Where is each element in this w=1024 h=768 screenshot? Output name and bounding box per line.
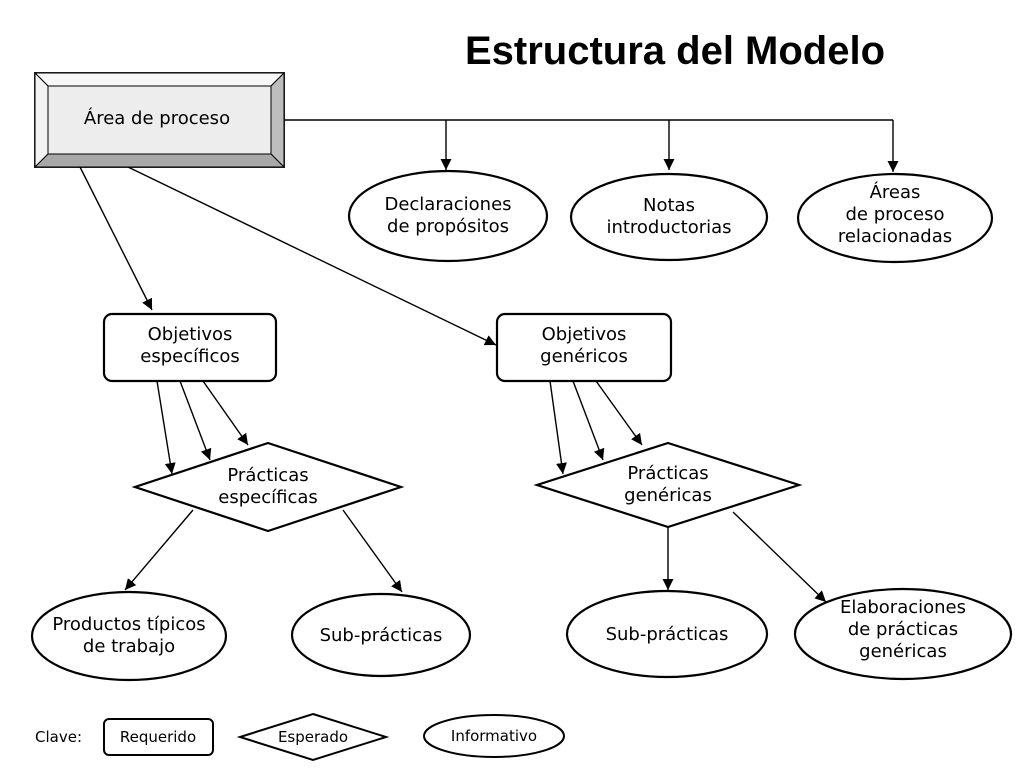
pracesp-label-1: Prácticas xyxy=(227,465,308,486)
node-areas-relacionadas: Áreas de proceso relacionadas xyxy=(796,172,994,264)
node-productos-tipicos: Productos típicos de trabajo xyxy=(30,590,228,682)
node-objetivos-genericos: Objetivos genéricos xyxy=(495,312,673,383)
pracgen-label-2: genéricas xyxy=(624,485,712,506)
legend-informativo-label: Informativo xyxy=(451,727,537,745)
declaraciones-label-2: de propósitos xyxy=(387,216,509,237)
productos-label-1: Productos típicos xyxy=(52,614,205,635)
edge-area-objgen xyxy=(127,166,497,346)
node-objetivos-especificos: Objetivos específicos xyxy=(102,312,278,383)
edges xyxy=(79,119,899,603)
declaraciones-label-1: Declaraciones xyxy=(384,194,511,215)
area-proceso-label: Área de proceso xyxy=(84,107,230,129)
edge-objesp-pracesp-2 xyxy=(179,380,212,461)
objesp-label-1: Objetivos xyxy=(148,324,233,345)
legend-requerido: Requerido xyxy=(103,718,214,756)
legend-esperado-label: Esperado xyxy=(278,728,348,746)
node-subpracticas-genericas: Sub-prácticas xyxy=(565,589,769,679)
legend: Clave: Requerido Esperado Informativo xyxy=(35,712,565,762)
pracgen-label-1: Prácticas xyxy=(627,463,708,484)
edge-objesp-pracesp-3 xyxy=(202,380,249,446)
relacionadas-label-1: Áreas xyxy=(870,181,921,203)
edge-pracgen-elaboraciones xyxy=(732,511,827,603)
edge-objesp-pracesp-1 xyxy=(156,380,176,475)
node-area-proceso: Área de proceso xyxy=(33,71,286,169)
edge-area-objesp xyxy=(79,166,153,311)
node-declaraciones: Declaraciones de propósitos xyxy=(347,169,549,263)
legend-requerido-label: Requerido xyxy=(120,728,196,746)
legend-informativo: Informativo xyxy=(423,714,565,758)
node-practicas-genericas: Prácticas genéricas xyxy=(533,441,803,529)
elaboraciones-label-3: genéricas xyxy=(859,641,947,662)
edge-pracesp-subprac xyxy=(342,509,403,593)
node-notas: Notas introductorias xyxy=(569,172,769,262)
edge-objgen-pracgen-2 xyxy=(572,380,605,461)
edge-objgen-pracgen-1 xyxy=(549,380,567,475)
relacionadas-label-3: relacionadas xyxy=(838,226,952,247)
subprac-esp-label: Sub-prácticas xyxy=(320,625,443,646)
elaboraciones-label-1: Elaboraciones xyxy=(840,597,966,618)
notas-label-1: Notas xyxy=(643,195,695,216)
page-title: Estructura del Modelo xyxy=(465,29,885,73)
elaboraciones-label-2: de prácticas xyxy=(848,619,958,640)
productos-label-2: de trabajo xyxy=(83,636,175,657)
node-practicas-especificas: Prácticas específicas xyxy=(131,441,405,533)
edge-pracesp-productos xyxy=(124,509,194,591)
legend-esperado: Esperado xyxy=(236,712,390,762)
objesp-label-2: específicos xyxy=(140,346,239,367)
notas-label-2: introductorias xyxy=(606,217,731,238)
relacionadas-label-2: de proceso xyxy=(845,204,944,225)
objgen-label-1: Objetivos xyxy=(542,324,627,345)
legend-label: Clave: xyxy=(35,728,82,746)
node-elaboraciones: Elaboraciones de prácticas genéricas xyxy=(793,587,1013,681)
edge-objgen-pracgen-3 xyxy=(595,380,643,446)
node-subpracticas-especificas: Sub-prácticas xyxy=(290,592,472,678)
pracesp-label-2: específicas xyxy=(218,487,318,508)
objgen-label-2: genéricos xyxy=(540,346,628,367)
subprac-gen-label: Sub-prácticas xyxy=(606,624,729,645)
